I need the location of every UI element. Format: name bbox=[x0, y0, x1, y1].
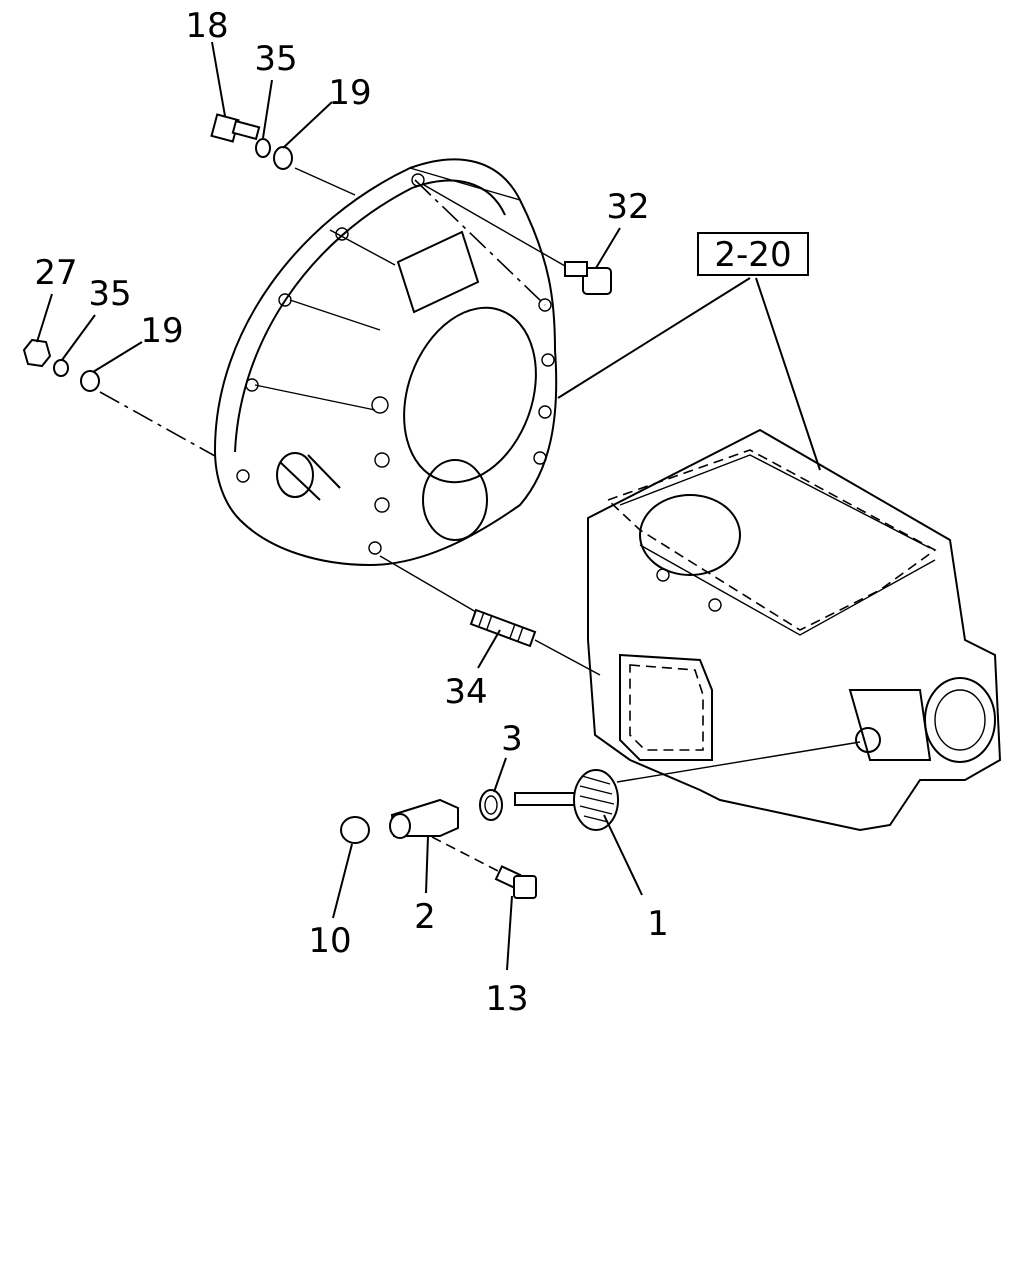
bolt-32 bbox=[564, 261, 612, 295]
leader-10 bbox=[332, 843, 353, 919]
callout-10: 10 bbox=[308, 921, 351, 961]
stud-34 bbox=[469, 608, 537, 648]
bolt-13 bbox=[494, 865, 537, 899]
gear-axis-1 bbox=[616, 741, 861, 783]
leader-2 bbox=[425, 835, 429, 894]
bolt-axis-top bbox=[294, 167, 356, 196]
callout-35-top: 35 bbox=[254, 39, 297, 79]
bolt-axis-32 bbox=[423, 184, 566, 267]
clutch-housing bbox=[213, 158, 558, 567]
transmission-case bbox=[587, 428, 1002, 832]
callout-19-top: 19 bbox=[328, 73, 371, 113]
leader-13 bbox=[506, 895, 513, 971]
callout-1: 1 bbox=[647, 904, 669, 944]
stud-axis-left bbox=[99, 391, 216, 457]
washer-19-top bbox=[273, 146, 293, 170]
washer-19-left bbox=[80, 370, 100, 392]
bolt-18 bbox=[210, 113, 261, 143]
callout-34: 34 bbox=[444, 672, 487, 712]
callout-19-left: 19 bbox=[140, 311, 183, 351]
leader-19-left bbox=[92, 341, 143, 373]
leader-ref-case bbox=[755, 277, 821, 471]
plug-10 bbox=[340, 816, 370, 844]
nut-27 bbox=[22, 338, 52, 368]
stud-axis-34a bbox=[379, 555, 477, 613]
leader-27 bbox=[36, 293, 53, 343]
bolt-axis-13 bbox=[431, 836, 501, 873]
leader-32 bbox=[595, 227, 621, 269]
sleeve-2 bbox=[389, 798, 459, 839]
leader-3 bbox=[493, 757, 507, 793]
callout-32: 32 bbox=[606, 187, 649, 227]
callout-18: 18 bbox=[185, 6, 228, 46]
callout-27: 27 bbox=[34, 253, 77, 293]
stud-axis-34b bbox=[534, 639, 601, 676]
callout-3: 3 bbox=[501, 719, 523, 759]
leader-ref-housing bbox=[557, 277, 751, 399]
leader-35-left bbox=[61, 314, 96, 361]
ref-box-label: 2-20 bbox=[714, 235, 791, 275]
leader-1 bbox=[603, 814, 643, 896]
speedometer-gear-1 bbox=[514, 769, 619, 831]
leader-18 bbox=[211, 41, 226, 117]
leader-35-top bbox=[262, 79, 273, 139]
ref-box: 2-20 bbox=[557, 232, 821, 471]
lock-washer-35-top bbox=[255, 138, 271, 158]
leader-34 bbox=[477, 629, 501, 669]
callout-13: 13 bbox=[485, 979, 528, 1019]
lock-washer-35-left bbox=[53, 359, 69, 377]
leader-19-top bbox=[282, 101, 333, 149]
callout-35-left: 35 bbox=[88, 274, 131, 314]
callout-2: 2 bbox=[414, 897, 436, 937]
o-ring-3 bbox=[479, 789, 503, 821]
